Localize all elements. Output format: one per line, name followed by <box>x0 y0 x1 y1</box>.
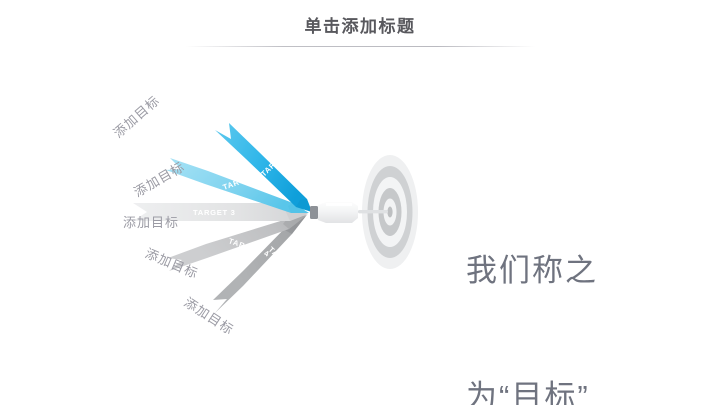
headline-line-2: 为“目标” <box>466 379 590 405</box>
dart-needle <box>358 210 388 214</box>
headline-block[interactable]: 我们称之 为“目标” <box>466 166 696 405</box>
page-title[interactable]: 单击添加标题 <box>304 17 416 36</box>
ribbon-label-target-3: TARGET 3 <box>193 208 236 217</box>
ribbon-caption-target-3[interactable]: 添加目标 <box>122 215 179 230</box>
title-block: 单击添加标题 <box>0 16 720 47</box>
dart-ferrule <box>310 206 318 219</box>
dart-assembly <box>310 202 388 223</box>
ribbon-label-target-5: TARGET 5 <box>267 245 304 281</box>
title-divider <box>185 46 535 47</box>
dartboard <box>362 155 418 269</box>
dart-barrel <box>318 202 358 223</box>
headline-line-1: 我们称之 <box>466 253 598 288</box>
